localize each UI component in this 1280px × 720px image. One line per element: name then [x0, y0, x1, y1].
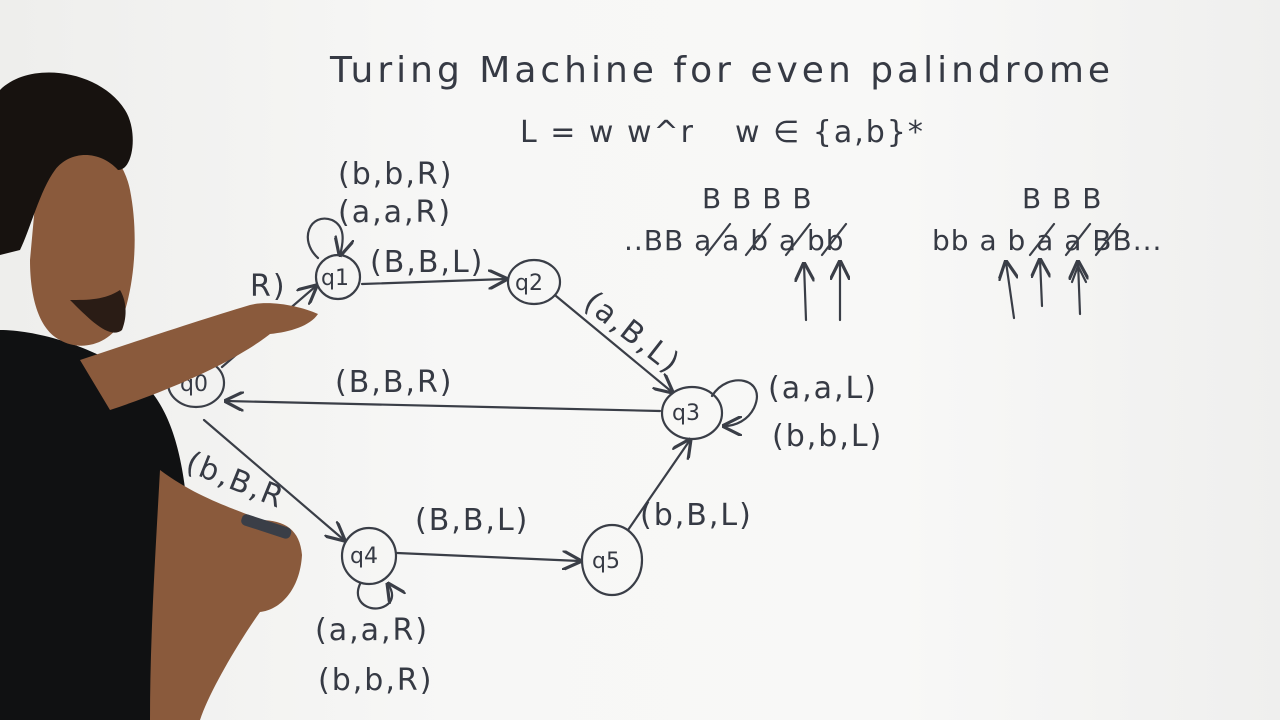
label-q4-loop-b: (b,b,R) — [318, 663, 433, 698]
svg-text:q3: q3 — [672, 401, 700, 426]
state-q2: q2 — [506, 258, 562, 306]
edge-q1-q2 — [360, 279, 506, 284]
presenter-figure — [0, 72, 318, 720]
label-q4-q5: (B,B,L) — [415, 503, 529, 538]
svg-text:q5: q5 — [592, 549, 620, 574]
tape-marks-right: B B B — [1022, 182, 1102, 215]
label-q1-q2: (B,B,L) — [370, 245, 484, 280]
tape-right: bb a b a a BB... — [932, 224, 1162, 257]
q3-self-loop — [710, 379, 758, 426]
state-q4: q4 — [340, 526, 398, 586]
q4-self-loop — [356, 584, 392, 610]
label-q1-loop-a: (a,a,R) — [338, 195, 452, 230]
state-q1: q1 — [314, 253, 362, 301]
alphabet-definition: w ∈ {a,b}* — [735, 115, 925, 150]
label-q3-loop-b: (b,b,L) — [772, 419, 883, 454]
edge-q0-q4 — [202, 418, 344, 540]
edge-q3-q0 — [226, 401, 662, 413]
label-q3-loop-a: (a,a,L) — [768, 371, 878, 406]
state-q5: q5 — [580, 523, 644, 597]
language-definition: L = w w^r — [520, 115, 695, 150]
label-q0-q1-partial: R) — [250, 269, 287, 304]
edge-q4-q5 — [395, 553, 580, 561]
svg-text:q1: q1 — [321, 266, 349, 291]
tape-marks-left: B B B B — [702, 182, 813, 215]
label-q2-q3: (a,B,L) — [577, 285, 687, 382]
svg-text:q2: q2 — [515, 271, 543, 296]
label-q4-loop-a: (a,a,R) — [315, 613, 429, 648]
tape-strikes — [704, 222, 1122, 257]
tape-left: ..BB a a b a bb — [624, 224, 845, 257]
tape-head-arrows — [804, 260, 1086, 322]
board-title: Turing Machine for even palindrome — [329, 50, 1114, 91]
edge-q2-q3 — [554, 294, 672, 392]
svg-text:q4: q4 — [350, 544, 378, 569]
label-q1-loop-b: (b,b,R) — [338, 157, 453, 192]
label-q5-q3: (b,B,L) — [640, 498, 753, 533]
edge-q5-q3 — [626, 440, 690, 532]
label-q3-q0: (B,B,R) — [335, 365, 454, 400]
q1-self-loop — [306, 217, 343, 258]
